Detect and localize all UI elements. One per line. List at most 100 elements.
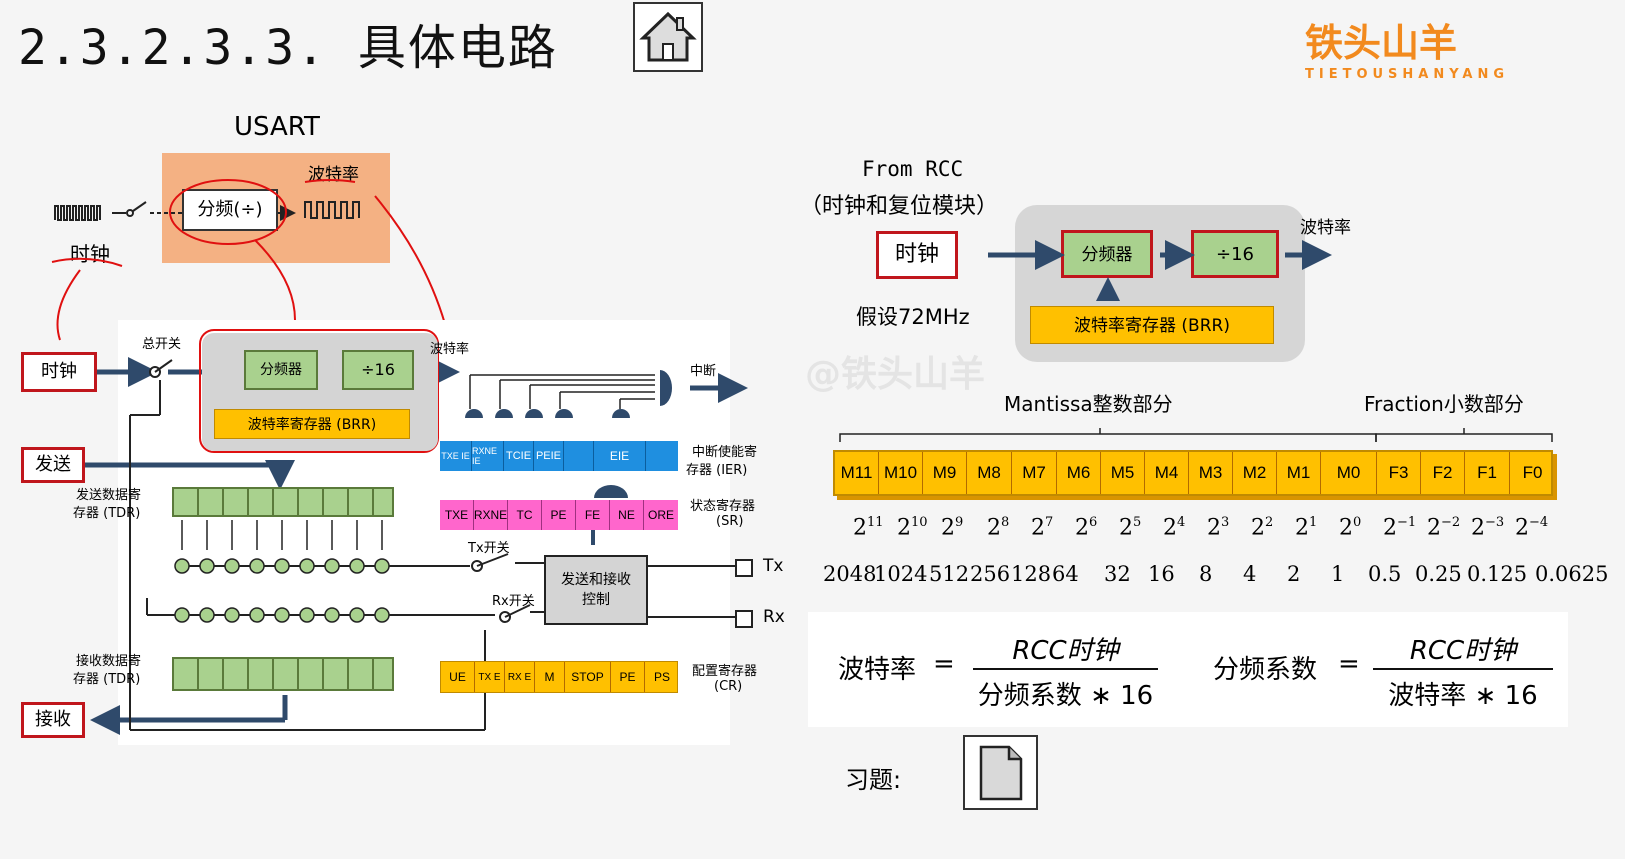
formula1-numerator: RCC时钟 bbox=[1012, 636, 1119, 666]
usart-label: USART bbox=[234, 112, 320, 142]
right-brr-register: 波特率寄存器 (BRR) bbox=[1030, 306, 1274, 344]
formula2-denominator: 波特率 ∗ 16 bbox=[1373, 675, 1553, 712]
ier-bit bbox=[564, 441, 594, 471]
brr-weights-row: 2048 1024 512 256 128 64 32 16 8 4 2 1 0… bbox=[823, 562, 1608, 592]
cr-bit: M bbox=[535, 662, 565, 692]
power-exp: 9 bbox=[955, 515, 964, 530]
cr-bit: STOP bbox=[565, 662, 611, 692]
formula2-lhs: 分频系数 bbox=[1213, 655, 1318, 685]
exercise-button[interactable] bbox=[963, 735, 1038, 810]
formula2-eq: = bbox=[1338, 649, 1360, 679]
power-exp: 4 bbox=[1177, 515, 1186, 530]
ier-label-1: 中断使能寄 bbox=[692, 445, 758, 460]
weight-value: 256 bbox=[970, 562, 1011, 586]
right-div16-block: ÷16 bbox=[1191, 230, 1279, 278]
send-box: 发送 bbox=[21, 447, 85, 483]
clock-wave-icon bbox=[54, 205, 101, 221]
document-icon bbox=[979, 745, 1023, 801]
brr-bit: F2 bbox=[1421, 452, 1465, 494]
power-term: 21 bbox=[1295, 515, 1317, 540]
divider-box: 分频(÷) bbox=[182, 189, 278, 231]
power-term: 22 bbox=[1251, 515, 1273, 540]
brr-bit: M3 bbox=[1189, 452, 1233, 494]
rdr-register bbox=[172, 657, 394, 691]
power-base: 2 bbox=[1295, 515, 1309, 541]
clock-box: 时钟 bbox=[21, 352, 97, 392]
weight-value: 0.5 bbox=[1368, 562, 1402, 586]
power-term: 2−3 bbox=[1471, 515, 1504, 540]
exercise-label: 习题: bbox=[845, 766, 902, 794]
power-base: 2 bbox=[1471, 515, 1485, 541]
tdr-arrows bbox=[180, 520, 386, 556]
formula2-den-text: 波特率 bbox=[1388, 681, 1467, 711]
home-button[interactable] bbox=[633, 2, 703, 72]
power-base: 2 bbox=[1251, 515, 1265, 541]
power-term: 23 bbox=[1207, 515, 1229, 540]
ier-bit: PEIE bbox=[534, 441, 564, 471]
power-exp: −1 bbox=[1397, 515, 1417, 530]
from-rcc-label: From RCC bbox=[862, 157, 964, 181]
weight-value: 0.0625 bbox=[1535, 562, 1609, 586]
power-exp: 3 bbox=[1221, 515, 1230, 530]
power-exp: 2 bbox=[1265, 515, 1274, 530]
brr-bit: M10 bbox=[879, 452, 923, 494]
tdr-label-2: 存器 (TDR) bbox=[73, 506, 141, 521]
power-base: 2 bbox=[1163, 515, 1177, 541]
brr-bit: M4 bbox=[1145, 452, 1189, 494]
brr-bit: M9 bbox=[923, 452, 967, 494]
brr-powers-row: 211 210 29 28 27 26 25 24 23 22 21 20 2−… bbox=[833, 515, 1573, 549]
formula1-eq: = bbox=[933, 649, 955, 679]
baud-wave-icon bbox=[304, 201, 360, 219]
sr-register: TXE RXNE TC PE FE NE ORE bbox=[440, 500, 678, 530]
power-term: 20 bbox=[1339, 515, 1361, 540]
txrx-control-block: 发送和接收 控制 bbox=[544, 555, 648, 625]
power-base: 2 bbox=[1075, 515, 1089, 541]
power-term: 2−2 bbox=[1427, 515, 1460, 540]
brr-bit: M5 bbox=[1101, 452, 1145, 494]
ier-register: TXE IE RXNE IE TCIE PEIE EIE bbox=[440, 441, 678, 471]
ier-bit: RXNE IE bbox=[472, 441, 504, 471]
sr-bit: FE bbox=[576, 500, 610, 530]
sr-bit: PE bbox=[542, 500, 576, 530]
cr-bit: PS bbox=[653, 670, 670, 684]
ier-bit: TCIE bbox=[504, 441, 534, 471]
brr-register: 波特率寄存器 (BRR) bbox=[214, 409, 410, 439]
power-term: 2−1 bbox=[1383, 515, 1416, 540]
sr-bit: TC bbox=[508, 500, 542, 530]
cr-bit: PE bbox=[611, 662, 645, 692]
interrupt-label: 中断 bbox=[690, 364, 717, 379]
power-base: 2 bbox=[1207, 515, 1221, 541]
formula1-lhs: 波特率 bbox=[838, 655, 917, 685]
logo-subtext: TIETOUSHANYANG bbox=[1305, 67, 1510, 82]
control-label-1: 发送和接收 bbox=[561, 572, 631, 588]
brr-bit: M7 bbox=[1012, 452, 1057, 494]
sr-label-2: (SR) bbox=[716, 514, 744, 529]
right-baud-label: 波特率 bbox=[1300, 218, 1351, 238]
power-exp: 7 bbox=[1045, 515, 1054, 530]
formula1-denominator: 分频系数 ∗ 16 bbox=[973, 675, 1158, 712]
weight-value: 32 bbox=[1104, 562, 1131, 586]
watermark: @铁头山羊 bbox=[805, 354, 986, 395]
brr-bit: M0 bbox=[1321, 452, 1377, 494]
rdr-label-2: 存器 (TDR) bbox=[73, 672, 141, 687]
power-exp: −4 bbox=[1529, 515, 1549, 530]
weight-value: 0.25 bbox=[1415, 562, 1462, 586]
weight-value: 64 bbox=[1052, 562, 1079, 586]
div16-block: ÷16 bbox=[342, 350, 414, 390]
power-base: 2 bbox=[1119, 515, 1133, 541]
cr-bit: UE bbox=[441, 662, 475, 692]
power-exp: 0 bbox=[1353, 515, 1362, 530]
power-term: 26 bbox=[1075, 515, 1097, 540]
power-term: 210 bbox=[897, 515, 928, 540]
power-base: 2 bbox=[987, 515, 1001, 541]
power-base: 2 bbox=[1515, 515, 1529, 541]
weight-value: 1 bbox=[1331, 562, 1345, 586]
brr-bit: M8 bbox=[967, 452, 1012, 494]
power-base: 2 bbox=[853, 515, 867, 541]
power-term: 25 bbox=[1119, 515, 1141, 540]
tx-switch-label: Tx开关 bbox=[468, 541, 510, 556]
tdr-label-1: 发送数据寄 bbox=[76, 488, 142, 503]
power-base: 2 bbox=[1427, 515, 1441, 541]
